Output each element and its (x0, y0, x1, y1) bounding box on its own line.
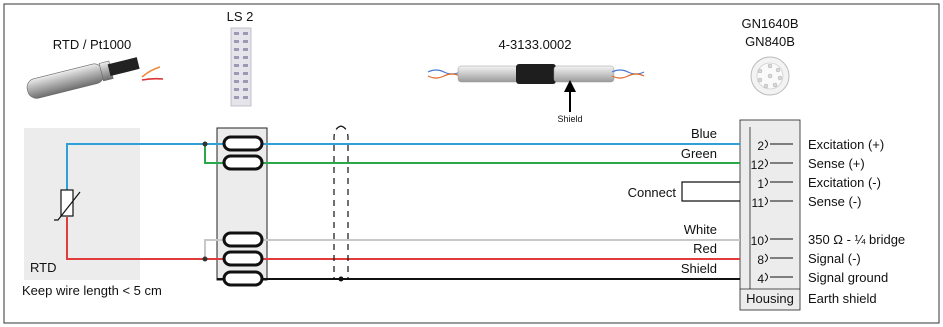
terminal-strip-image (230, 27, 252, 107)
amplifier-label-2: GN840B (745, 34, 795, 49)
wire-length-note: Keep wire length < 5 cm (22, 283, 162, 298)
connect-label: Connect (628, 185, 677, 200)
wire-label-green: Green (681, 146, 717, 161)
blue-green-junction (202, 141, 208, 147)
wire-label-shield: Shield (681, 261, 717, 276)
amplifier-label-1: GN1640B (741, 16, 798, 31)
pin-number: 4 (757, 272, 764, 286)
housing-label: Housing (746, 291, 794, 306)
rtd-enclosure (24, 128, 140, 280)
pin-signal: Excitation (-) (808, 175, 881, 190)
rtd-probe-image (26, 57, 164, 99)
pin-signal: Signal ground (808, 270, 888, 285)
wire-label-blue: Blue (691, 126, 717, 141)
cable-label: 4-3133.0002 (498, 37, 571, 52)
rtd-label: RTD (30, 260, 56, 275)
shield-junction (338, 276, 344, 282)
wire-blue (66, 143, 740, 216)
pin-number: 1 (757, 177, 764, 191)
wire-label-red: Red (693, 241, 717, 256)
pin-list: 2 12 1 11 10 8 4 (751, 139, 765, 286)
pin-signal: Sense (+) (808, 156, 865, 171)
pin-number: 8 (757, 253, 764, 267)
pin-signal: Excitation (+) (808, 137, 884, 152)
pin-number: 2 (757, 139, 764, 153)
wire-white (204, 239, 740, 259)
terminal-jumpers (222, 135, 264, 287)
connector-face-image (750, 56, 790, 96)
diagram-frame (3, 3, 940, 324)
pin-signal: Signal (-) (808, 251, 861, 266)
shield-arrow-label: Shield (557, 114, 582, 124)
cable-image (427, 64, 645, 84)
pin-signals: Excitation (+) Sense (+) Excitation (-) … (808, 137, 905, 285)
wire-label-white: White (684, 222, 717, 237)
pin-markers (764, 139, 793, 282)
pin-number: 11 (752, 196, 765, 210)
sensor-label: RTD / Pt1000 (53, 37, 132, 52)
rtd-resistor-symbol (54, 189, 81, 221)
white-red-junction (202, 256, 208, 262)
housing-signal: Earth shield (808, 291, 877, 306)
shield-arrow (564, 80, 576, 112)
cable-shield-symbol (333, 125, 349, 279)
amplifier-connector-box (739, 119, 801, 311)
pin-number: 12 (751, 158, 765, 172)
pin-signal: Sense (-) (808, 194, 861, 209)
pin-signal: 350 Ω - ¼ bridge (808, 232, 905, 247)
connect-bracket (681, 181, 740, 202)
terminal-label: LS 2 (227, 9, 254, 24)
pin-number: 10 (751, 234, 765, 248)
wire-red (66, 217, 740, 260)
wire-green (204, 144, 740, 164)
